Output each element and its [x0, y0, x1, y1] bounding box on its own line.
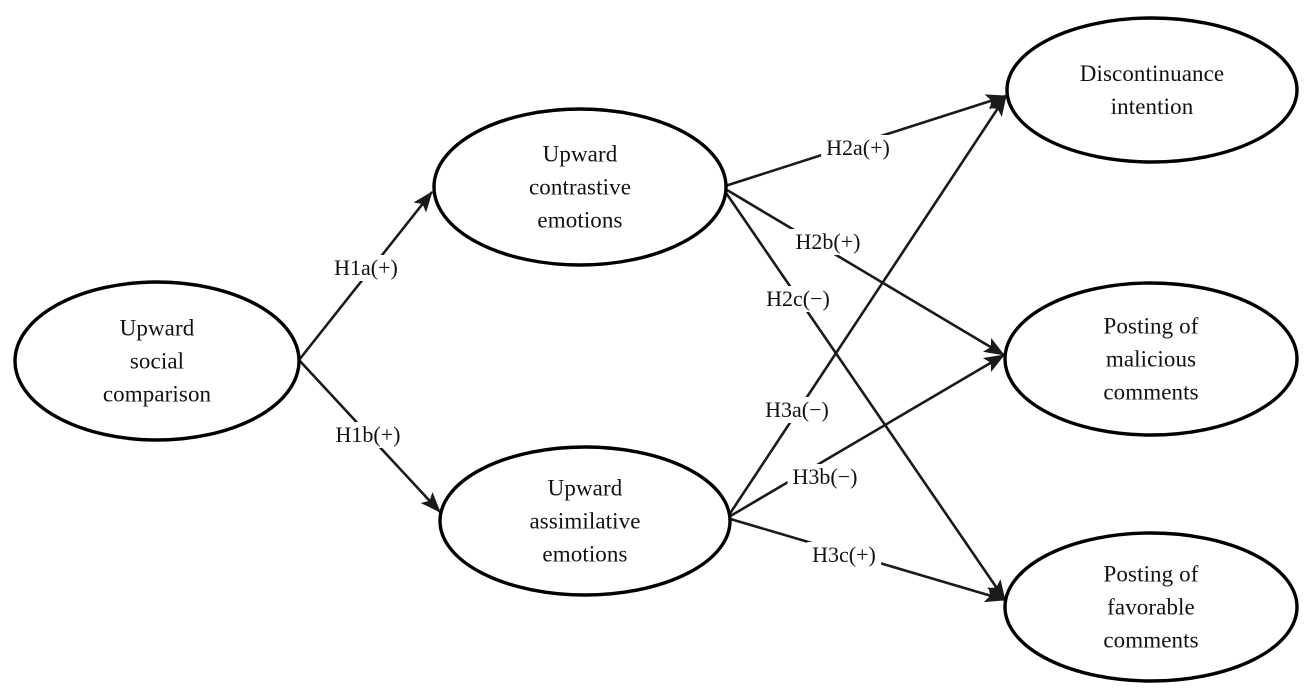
edge-h1b — [298, 359, 441, 513]
edge-h2a — [721, 94, 1007, 189]
node-upward-social-comparison[interactable] — [13, 280, 301, 442]
edge-h3b — [726, 353, 1005, 520]
node-posting-of-favorable-comments[interactable] — [1003, 531, 1299, 683]
node-upward-assimilative-emotions[interactable] — [438, 445, 732, 597]
node-posting-of-malicious-comments[interactable] — [1003, 281, 1299, 437]
node-upward-contrastive-emotions[interactable] — [432, 107, 728, 267]
node-discontinuance-intention[interactable] — [1005, 16, 1299, 164]
edge-h3c — [726, 516, 1006, 603]
edge-h1a — [297, 191, 434, 361]
edge-h3a — [725, 95, 1008, 519]
edge-h2b — [721, 185, 1005, 357]
nodes-layer — [13, 16, 1299, 683]
edge-h2c — [720, 186, 1007, 601]
edges-layer — [297, 94, 1008, 603]
